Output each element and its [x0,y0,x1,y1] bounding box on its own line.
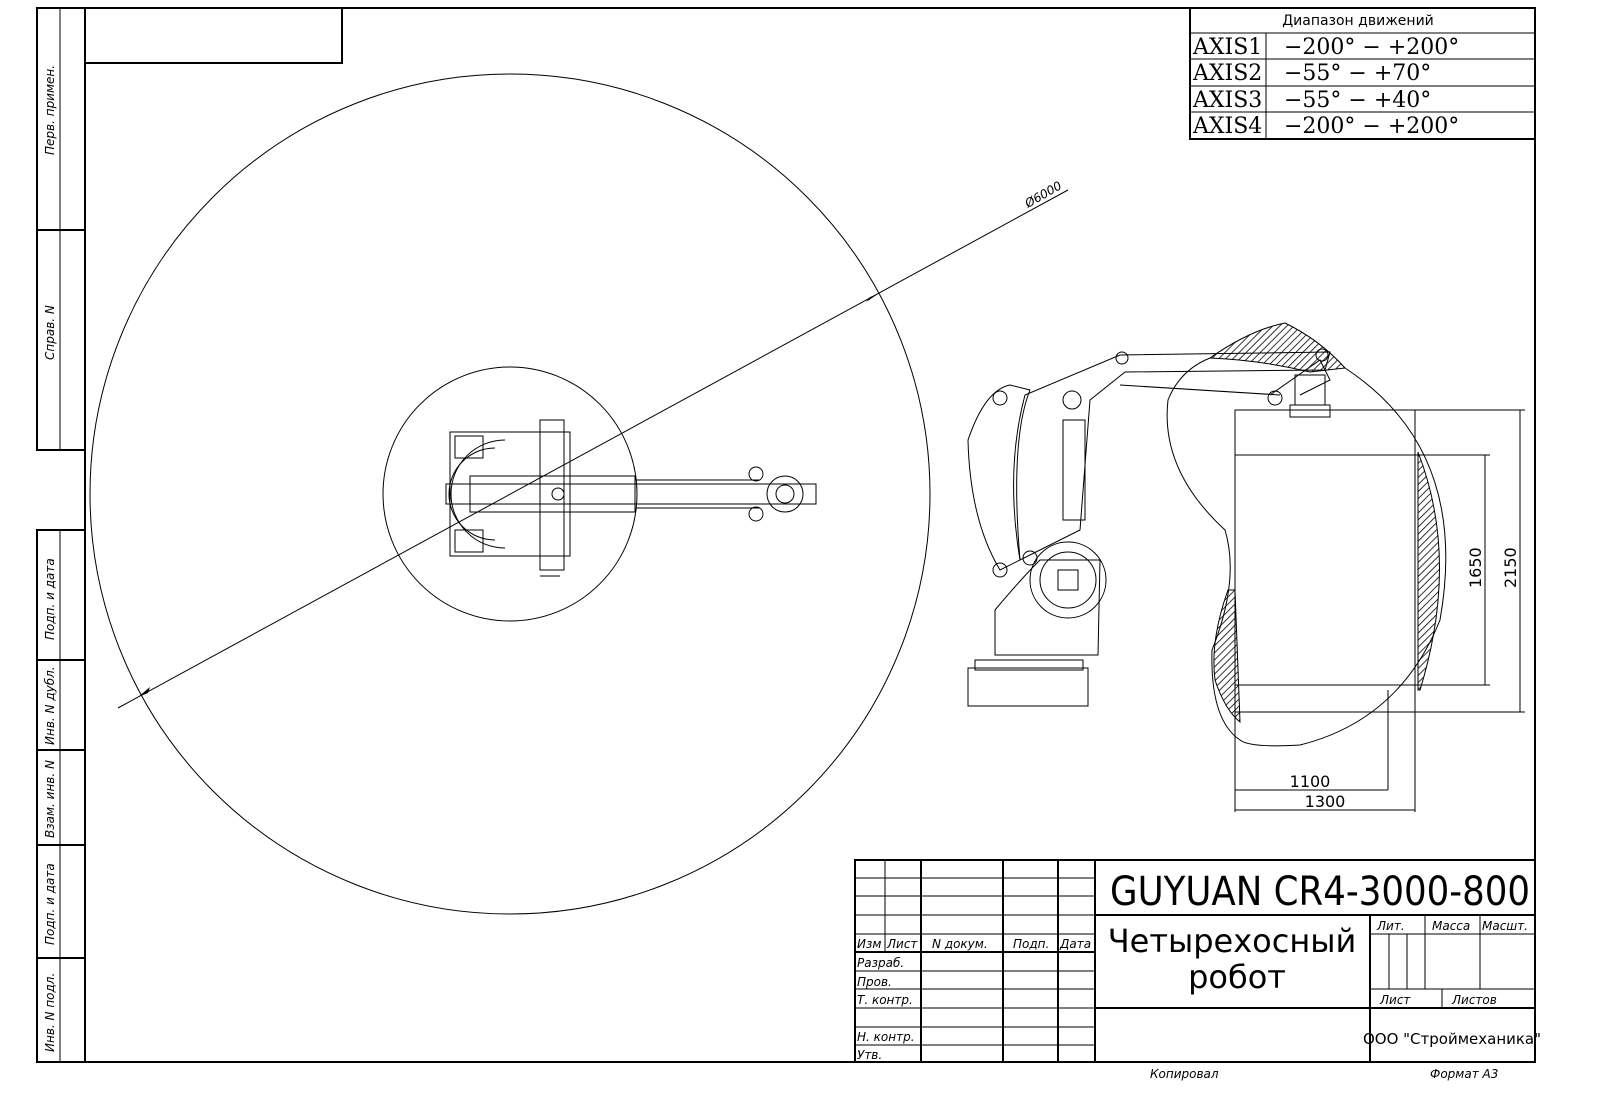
list-label: Лист [1379,993,1411,1007]
robot-top-view [445,419,817,577]
strip-podp-data-2: Подп. и дата [43,863,57,945]
row-razrab: Разраб. [857,956,904,970]
title-block: GUYUAN CR4-3000-800 Четырехосный робот И… [854,859,1541,1081]
dim-1300: 1300 [1305,792,1346,811]
envelope-left-hatch [1213,589,1241,724]
col-n-dokum: N докум. [932,937,988,951]
strip-perv-primen: Перв. примен. [43,65,57,155]
row-utv: Утв. [857,1048,882,1062]
row-t-kontr: Т. контр. [857,993,913,1007]
col-data: Дата [1059,937,1091,951]
col-list: Лист [886,937,918,951]
strip-inv-n-podl: Инв. N подл. [43,973,57,1052]
strip-vzam-inv-n: Взам. инв. N [43,760,57,838]
row-prov: Пров. [857,975,892,989]
format-label: Формат А3 [1430,1067,1498,1081]
robot-side-view [967,348,1331,707]
side-strip: Перв. примен. Справ. N Подп. и дата Инв.… [36,7,86,1063]
envelope-top-hatch [1208,322,1347,373]
diameter-label: Ø6000 [1022,178,1065,211]
product-name-line1: Четырехосный [1108,922,1357,960]
top-view: Ø6000 [89,73,1069,915]
strip-podp-data-1: Подп. и дата [43,558,57,640]
axis2-range: −55° − +70° [1284,61,1431,86]
side-view: 1100 1300 1650 2150 [967,322,1525,812]
work-envelope [1166,357,1447,747]
axis4-label: AXIS4 [1192,114,1262,139]
strip-sprav-n: Справ. N [43,305,57,360]
product-name-line2: робот [1188,958,1286,996]
axis3-range: −55° − +40° [1284,88,1431,113]
axis4-range: −200° − +200° [1284,114,1459,139]
axis2-label: AXIS2 [1192,61,1262,86]
axis3-label: AXIS3 [1192,88,1262,113]
lit-label: Лит. [1376,919,1405,933]
motion-range-table: Диапазон движений AXIS1 −200° − +200° AX… [1189,7,1536,140]
envelope-right-hatch [1417,451,1440,691]
dimension-lines: 1100 1300 1650 2150 [1234,409,1525,812]
col-podp: Подп. [1013,937,1049,951]
dim-2150: 2150 [1501,547,1520,588]
outer-work-circle [89,73,931,915]
row-n-kontr: Н. контр. [857,1030,915,1044]
dim-1100: 1100 [1290,772,1331,791]
listov-label: Листов [1451,993,1497,1007]
motion-table-title: Диапазон движений [1282,13,1434,29]
masshtab-label: Масшт. [1482,919,1528,933]
company-name: ООО "Строймеханика" [1363,1030,1541,1048]
kopiroval-label: Копировал [1150,1067,1219,1081]
axis1-label: AXIS1 [1192,35,1262,60]
inner-work-circle [382,366,638,622]
model-title: GUYUAN CR4-3000-800 [1110,869,1530,915]
axis1-range: −200° − +200° [1284,35,1459,60]
strip-inv-n-dubl: Инв. N дубл. [43,666,57,745]
massa-label: Масса [1432,919,1470,933]
col-izm: Изм [857,937,881,951]
dim-1650: 1650 [1466,547,1485,588]
diameter-line [117,189,1069,709]
